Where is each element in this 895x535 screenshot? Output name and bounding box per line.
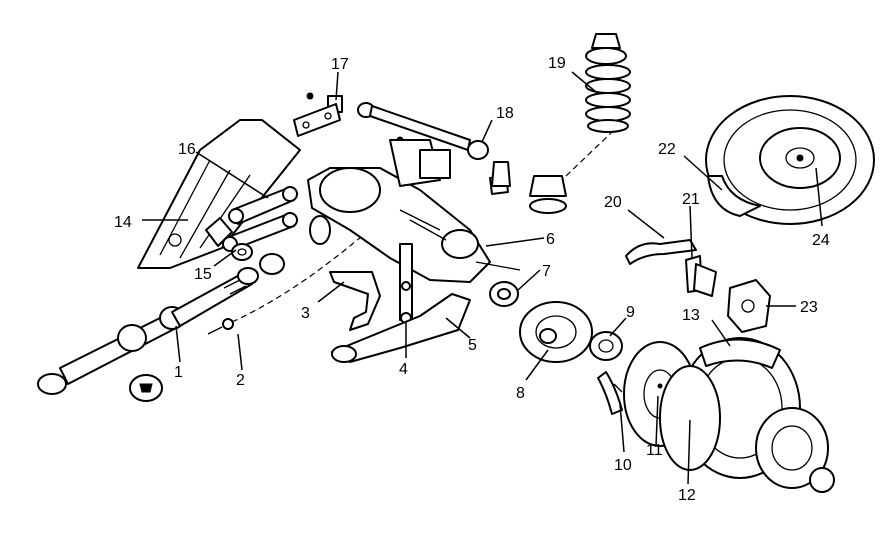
callout-5: 5 — [468, 337, 477, 354]
callout-1: 1 — [174, 364, 183, 381]
callout-6: 6 — [546, 231, 555, 248]
callout-18: 18 — [496, 105, 514, 122]
hose-bracket — [685, 255, 717, 297]
brake-caliper — [727, 279, 771, 333]
spring-seat — [529, 131, 613, 214]
wheel-hub — [755, 407, 835, 493]
backing-plate — [519, 301, 593, 363]
axle-shaft-flange — [475, 261, 521, 307]
callout-24: 24 — [812, 232, 830, 249]
callout-14: 14 — [114, 214, 132, 231]
callout-21: 21 — [682, 191, 700, 208]
bump-stop — [491, 161, 511, 187]
callout-3: 3 — [301, 305, 310, 322]
callout-12: 12 — [678, 487, 696, 504]
callout-8: 8 — [516, 385, 525, 402]
callout-17: 17 — [331, 56, 349, 73]
lateral-rod — [357, 102, 489, 160]
callout-22: 22 — [658, 141, 676, 158]
parking-brake-cable — [207, 216, 441, 335]
bushing — [231, 243, 253, 261]
callout-4: 4 — [399, 361, 408, 378]
callout-15: 15 — [194, 266, 212, 283]
callout-19: 19 — [548, 55, 566, 72]
brake-hose — [625, 239, 697, 265]
callout-2: 2 — [236, 372, 245, 389]
callout-7: 7 — [542, 263, 551, 280]
callout-9: 9 — [626, 304, 635, 321]
callout-13: 13 — [682, 307, 700, 324]
callout-23: 23 — [800, 299, 818, 316]
crossmember — [137, 119, 301, 269]
callout-labels: 1 2 3 4 5 6 7 8 9 10 11 12 13 14 15 16 1… — [114, 55, 830, 504]
stabilizer-bar — [329, 271, 381, 331]
stabilizer-link — [399, 243, 413, 324]
coil-spring — [585, 33, 631, 133]
leader-lines — [142, 71, 823, 485]
bracket — [293, 92, 343, 137]
lower-control-arm — [331, 293, 471, 363]
callout-20: 20 — [604, 194, 622, 211]
callout-10: 10 — [614, 457, 632, 474]
wheel-rim — [759, 127, 841, 189]
callout-16: 16 — [178, 141, 196, 158]
propeller-shaft — [37, 253, 285, 402]
callout-11: 11 — [646, 442, 663, 459]
brake-shoe — [597, 371, 623, 415]
wheel-bearing — [589, 331, 623, 361]
